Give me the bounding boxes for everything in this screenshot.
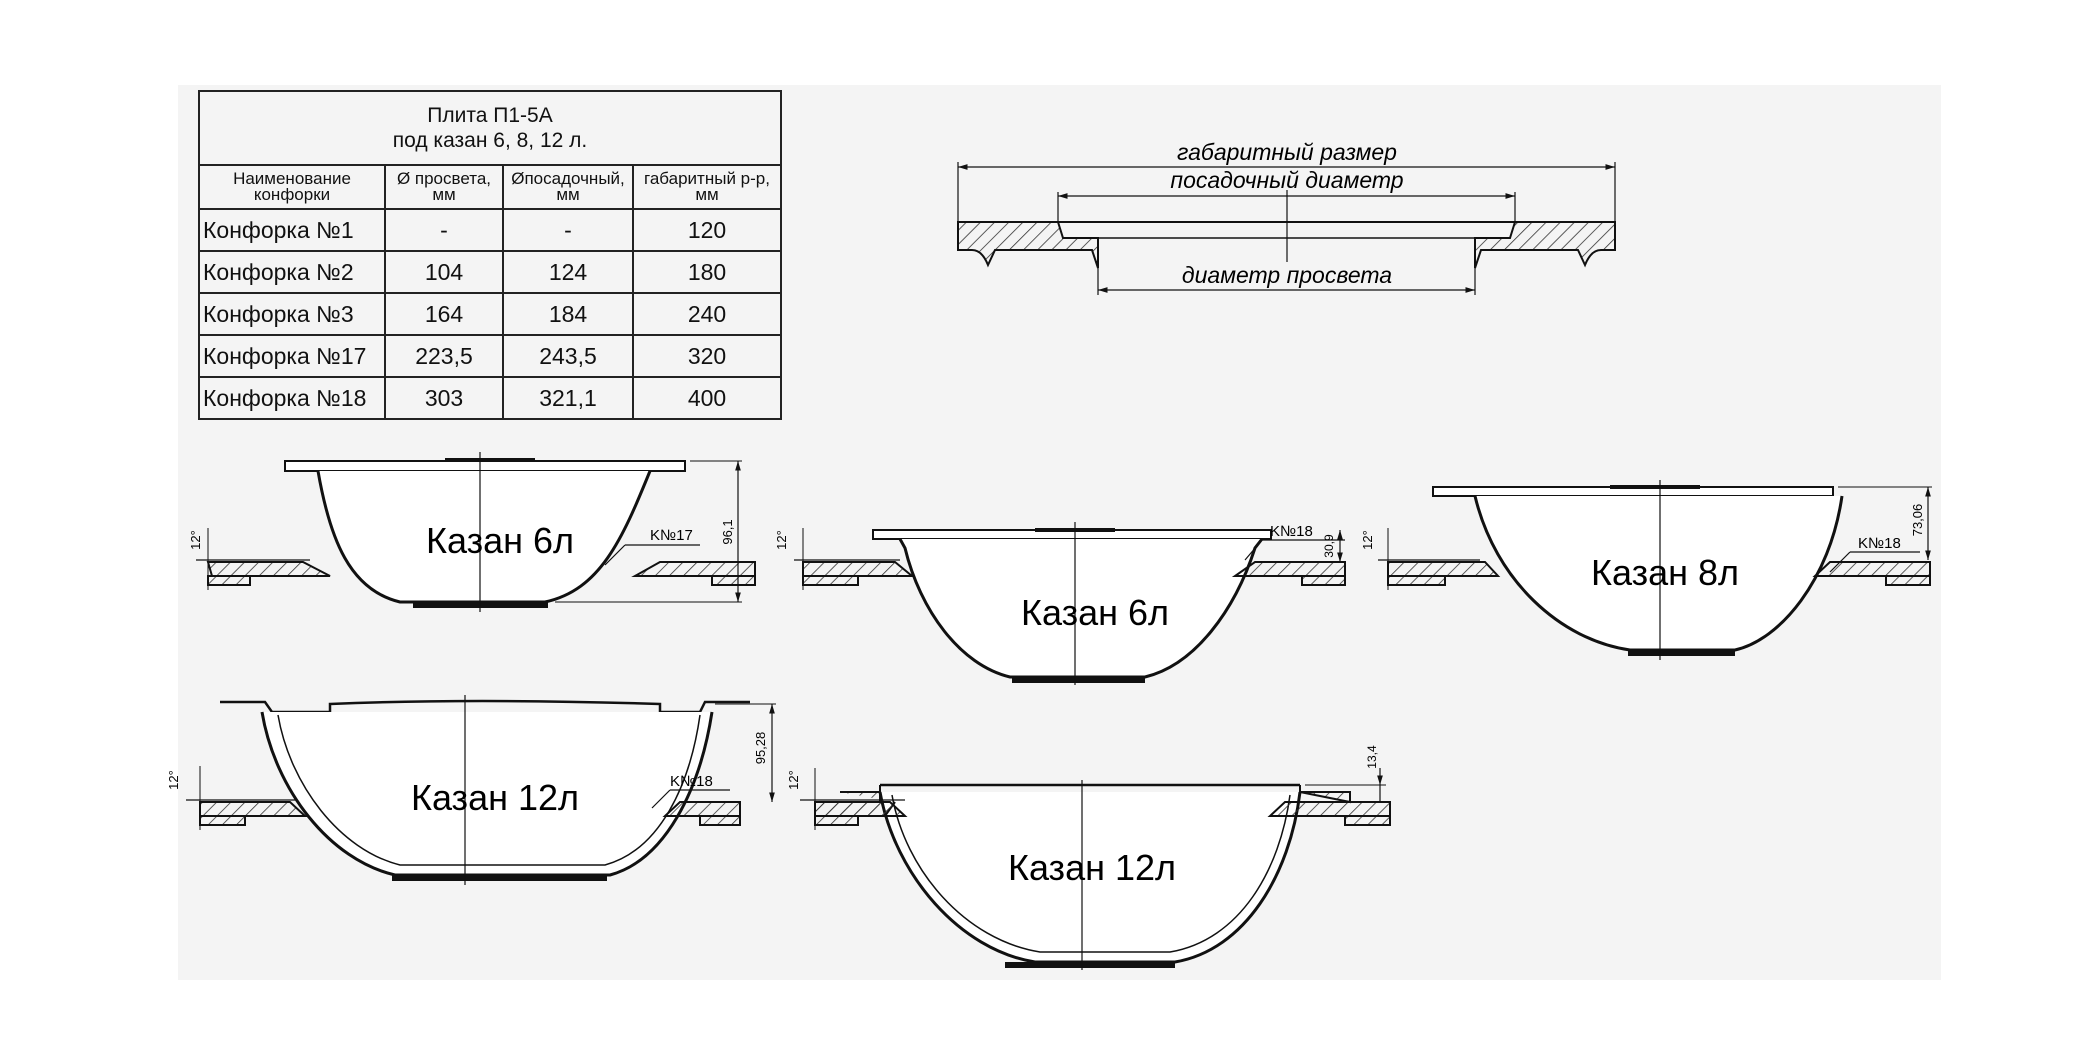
header-overall: габаритный р-р, мм	[632, 164, 782, 210]
kazan-2-angle-label: 12°	[774, 530, 789, 550]
table-title: Плита П1-5А под казан 6, 8, 12 л.	[198, 90, 782, 166]
cell-overall: 400	[632, 376, 782, 420]
header-seat: Øпосадочный, мм	[502, 164, 634, 210]
kazan-4-label: Казан 12л	[411, 777, 579, 818]
kazan-4-assembly: Казан 12л K№18 95,28 12°	[166, 695, 776, 885]
table-row: Конфорка №1 - - 120	[198, 208, 782, 252]
ring-left-section	[957, 221, 1099, 269]
kazan-4-ring-label: K№18	[670, 773, 713, 790]
kazan-4-angle-label: 12°	[166, 770, 181, 790]
kazan-2-ring-label: K№18	[1270, 523, 1313, 540]
cell-overall: 240	[632, 292, 782, 336]
kazan-3-assembly: Казан 8л K№18 73,06 12°	[1360, 480, 1932, 660]
kazan-1-ring-label: K№17	[650, 527, 693, 544]
cell-overall: 320	[632, 334, 782, 378]
kazan-5-height-label: 13,4	[1365, 745, 1379, 769]
table-row: Конфорка №18 303 321,1 400	[198, 376, 782, 420]
ring-section-diagram: габаритный размер посадочный диаметр диа…	[957, 139, 1616, 295]
kazan-1-label: Казан 6л	[426, 520, 574, 561]
table-row: Конфорка №2 104 124 180	[198, 250, 782, 294]
ring-right-section	[1474, 221, 1616, 269]
cell-seat: 124	[502, 250, 634, 294]
kazan-5-label: Казан 12л	[1008, 847, 1176, 888]
kazan-3-label: Казан 8л	[1591, 552, 1739, 593]
cell-name: Конфорка №17	[198, 334, 386, 378]
kazan-5-assembly: Казан 12л 13,4 12°	[786, 745, 1391, 970]
cell-seat: 184	[502, 292, 634, 336]
header-opening: Ø просвета, мм	[384, 164, 504, 210]
kazan-2-label: Казан 6л	[1021, 592, 1169, 633]
cell-seat: 243,5	[502, 334, 634, 378]
seat-diameter-label: посадочный диаметр	[1170, 167, 1403, 193]
cell-opening: 104	[384, 250, 504, 294]
kazan-3-angle-label: 12°	[1360, 530, 1375, 550]
header-name: Наименование конфорки	[198, 164, 386, 210]
kazan-3-height-label: 73,06	[1910, 504, 1925, 537]
kazan-4-height-label: 95,28	[753, 732, 768, 765]
cell-seat: 321,1	[502, 376, 634, 420]
cell-seat: -	[502, 208, 634, 252]
cell-opening: 303	[384, 376, 504, 420]
cell-name: Конфорка №2	[198, 250, 386, 294]
cell-name: Конфорка №3	[198, 292, 386, 336]
table-row: Конфорка №17 223,5 243,5 320	[198, 334, 782, 378]
table-title-line2: под казан 6, 8, 12 л.	[392, 129, 588, 152]
kazan-5-angle-label: 12°	[786, 770, 801, 790]
cell-opening: 223,5	[384, 334, 504, 378]
cell-overall: 120	[632, 208, 782, 252]
table-title-line1: Плита П1-5А	[427, 104, 553, 127]
kazan-1-height-label: 96,1	[720, 519, 735, 544]
kazan-1-assembly: Казан 6л K№17 96,1 12°	[188, 452, 756, 612]
cell-name: Конфорка №18	[198, 376, 386, 420]
kazan-2-assembly: Казан 6л K№18 30,9 12°	[774, 522, 1346, 685]
kazan-1-angle-label: 12°	[188, 530, 203, 550]
cell-opening: -	[384, 208, 504, 252]
burner-spec-table: Плита П1-5А под казан 6, 8, 12 л. Наимен…	[198, 90, 782, 420]
cell-name: Конфорка №1	[198, 208, 386, 252]
table-row: Конфорка №3 164 184 240	[198, 292, 782, 336]
kazan-3-ring-label: K№18	[1858, 535, 1901, 552]
cell-overall: 180	[632, 250, 782, 294]
kazan-2-height-label: 30,9	[1322, 534, 1336, 558]
opening-diameter-label: диаметр просвета	[1182, 262, 1392, 288]
overall-size-label: габаритный размер	[1177, 139, 1397, 165]
cell-opening: 164	[384, 292, 504, 336]
